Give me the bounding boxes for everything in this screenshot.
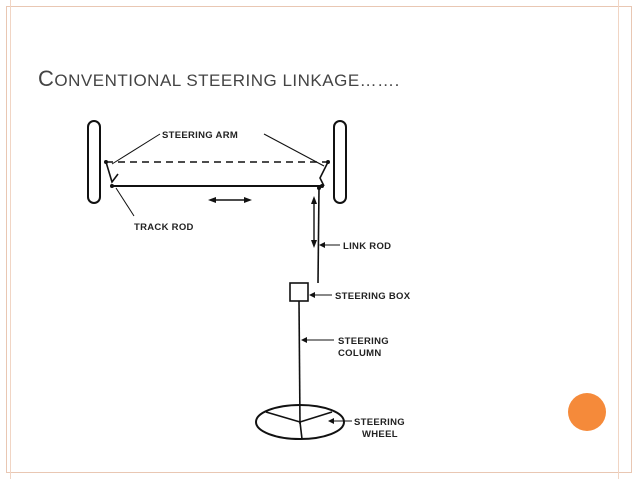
wheel-spoke-1 — [265, 411, 301, 423]
left-wheel — [87, 120, 101, 204]
label-steering-arm: STEERING ARM — [162, 130, 238, 141]
track-rod-leader — [115, 187, 135, 217]
label-link-rod: LINK ROD — [343, 241, 391, 252]
arrowhead-track-left — [208, 197, 216, 203]
arrowhead-box-label — [309, 292, 315, 298]
label-steering-wheel-1: STEERING — [354, 417, 405, 428]
steering-linkage-diagram: STEERING ARM TRACK ROD LINK ROD STEERING… — [62, 116, 420, 446]
arrowhead-link-down — [311, 240, 317, 248]
left-rule — [10, 0, 11, 479]
label-steering-column-2: COLUMN — [338, 348, 382, 359]
joint-link-rod — [317, 186, 321, 190]
steering-box — [289, 282, 309, 302]
label-steering-box: STEERING BOX — [335, 291, 411, 302]
arrowhead-link-label — [319, 242, 325, 248]
joint-right-track — [320, 184, 324, 188]
slide-frame — [6, 6, 632, 473]
steering-wheel — [255, 404, 345, 440]
slide-title-rest: ONVENTIONAL STEERING LINKAGE……. — [54, 71, 400, 90]
joint-left-arm — [104, 160, 108, 164]
joint-right-arm — [326, 160, 330, 164]
accent-circle — [568, 393, 606, 431]
wheel-spoke-2 — [299, 411, 333, 423]
diagram-svg: STEERING ARM TRACK ROD LINK ROD STEERING… — [87, 120, 411, 440]
arrowhead-column-label — [301, 337, 307, 343]
arrowhead-track-right — [244, 197, 252, 203]
wheel-spoke-3 — [299, 421, 303, 440]
steering-arm-leader-right — [263, 133, 325, 167]
arrowhead-link-up — [311, 196, 317, 204]
slide-title-initial: C — [38, 66, 55, 91]
joint-left-track — [110, 184, 114, 188]
right-wheel — [333, 120, 347, 204]
label-track-rod: TRACK ROD — [134, 222, 194, 233]
arrowhead-wheel-label — [328, 418, 334, 424]
right-rule — [618, 0, 619, 479]
steering-column — [298, 300, 301, 425]
steering-arm-leader-left — [111, 133, 161, 165]
link-rod — [317, 187, 320, 284]
label-steering-column-1: STEERING — [338, 336, 389, 347]
slide-title: CONVENTIONAL STEERING LINKAGE……. — [38, 66, 400, 92]
right-steering-arm — [319, 161, 329, 187]
left-steering-arm — [105, 161, 119, 184]
label-steering-wheel-2: WHEEL — [362, 429, 398, 440]
